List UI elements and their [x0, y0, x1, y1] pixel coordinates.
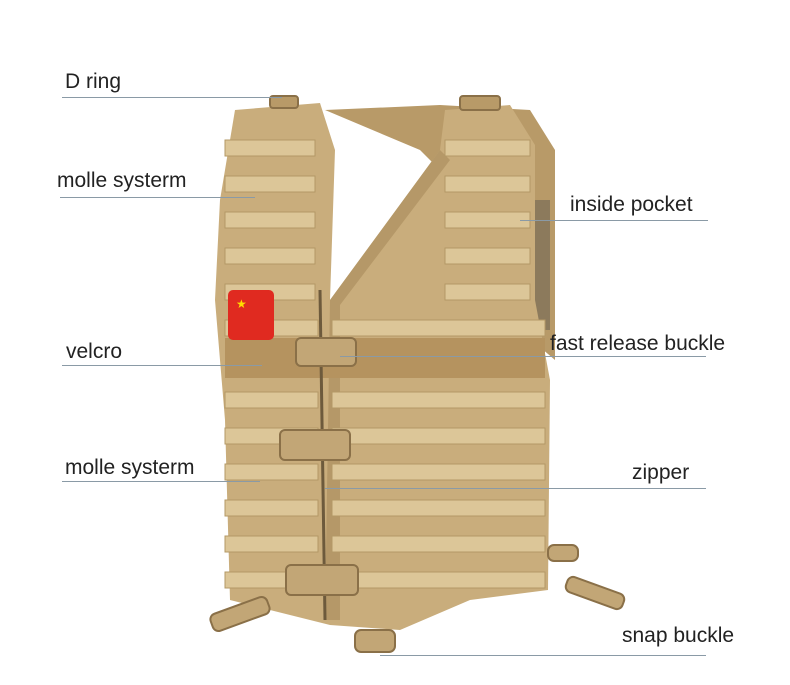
webbing-strap — [224, 211, 316, 229]
vest-front-seam — [325, 150, 450, 620]
webbing-strap — [444, 175, 531, 193]
webbing-strap — [224, 247, 316, 265]
webbing-strap — [224, 175, 316, 193]
svg-text:★: ★ — [236, 297, 247, 311]
webbing-strap — [224, 499, 319, 517]
leader-line-snap-buckle — [380, 655, 706, 656]
leader-line-inside-pocket — [520, 220, 708, 221]
label-velcro: velcro — [66, 340, 123, 363]
leader-line-molle-lower — [62, 481, 260, 482]
label-snap-buckle: snap buckle — [622, 624, 735, 647]
leader-line-fast-release-buckle — [340, 356, 706, 357]
webbing-strap — [331, 571, 546, 589]
webbing-strap — [444, 247, 531, 265]
leader-line-d-ring — [62, 97, 282, 98]
d-rings — [269, 95, 501, 111]
webbing-strap — [331, 319, 546, 337]
webbing-strap — [224, 391, 319, 409]
webbing-strap — [331, 499, 546, 517]
webbing-strap — [224, 463, 319, 481]
label-molle-upper: molle systerm — [57, 169, 187, 192]
webbing-strap — [444, 283, 531, 301]
webbing-strap — [331, 391, 546, 409]
label-molle-lower: molle systerm — [65, 456, 195, 479]
webbing-strap — [331, 535, 546, 553]
webbing-strap — [331, 427, 546, 445]
leader-line-velcro — [62, 365, 262, 366]
leader-line-molle-upper — [60, 197, 255, 198]
webbing-strap — [444, 139, 531, 157]
label-inside-pocket: inside pocket — [570, 193, 693, 216]
label-d-ring: D ring — [65, 70, 122, 93]
label-fast-release-buckle: fast release buckle — [550, 332, 726, 355]
fast-release-buckles — [279, 337, 359, 596]
flag-patch — [228, 290, 274, 340]
label-zipper: zipper — [632, 461, 690, 484]
velcro-panel — [225, 338, 545, 378]
webbing-strap — [224, 535, 319, 553]
molle-webbing — [224, 139, 546, 589]
snap-buckles — [209, 544, 626, 653]
webbing-strap — [444, 211, 531, 229]
webbing-strap — [331, 463, 546, 481]
leader-line-zipper — [325, 488, 706, 489]
webbing-strap — [224, 139, 316, 157]
